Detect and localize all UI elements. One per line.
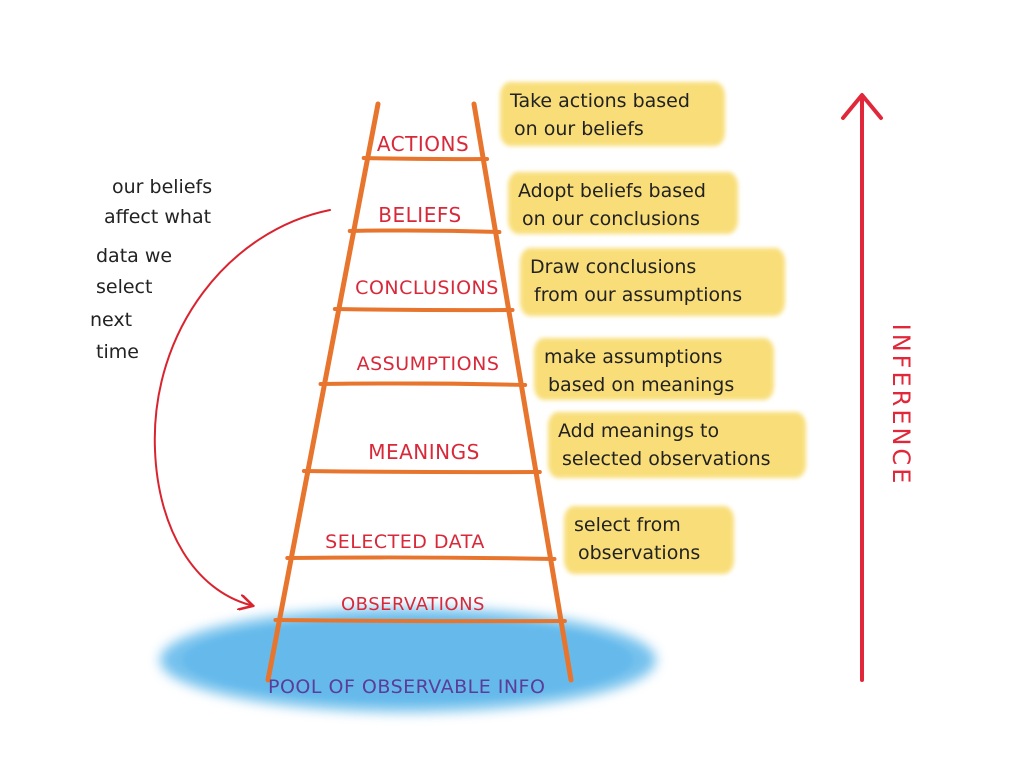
ladder-right-rail: [471, 101, 574, 683]
note-highlight: [548, 412, 806, 478]
inference-arrow: [841, 93, 883, 682]
ladder-rung: [273, 618, 567, 624]
ladder-rung: [301, 469, 542, 475]
rung-label-actions: ACTIONS: [377, 132, 469, 156]
ladder-rung: [318, 381, 528, 387]
observable-pool: [160, 608, 656, 712]
ladder-rung: [332, 307, 515, 313]
step-note-line: Take actions based: [509, 90, 690, 112]
step-note-line: make assumptions: [544, 346, 723, 368]
ladder-rung: [285, 555, 557, 561]
inference-label: INFERENCE: [887, 324, 915, 487]
step-note-line: Add meanings to: [558, 420, 719, 442]
step-note-line: Adopt beliefs based: [518, 180, 706, 202]
rung-label-observations: OBSERVATIONS: [341, 594, 485, 615]
note-highlight: [508, 172, 738, 234]
loop-note-line: data we: [96, 245, 172, 267]
step-note-line: selected observations: [562, 448, 771, 470]
ladder-rung: [347, 228, 502, 234]
loop-note-line: next: [90, 309, 132, 331]
rung-label-meanings: MEANINGS: [368, 440, 480, 464]
rung-label-selected-data: SELECTED DATA: [325, 531, 485, 553]
rung-label-assumptions: ASSUMPTIONS: [357, 353, 500, 375]
step-note-line: from our assumptions: [534, 284, 742, 306]
pool-label: POOL OF OBSERVABLE INFO: [268, 676, 545, 698]
rung-label-conclusions: CONCLUSIONS: [355, 277, 499, 299]
note-highlight: [534, 338, 774, 400]
step-note-line: on our conclusions: [522, 208, 700, 230]
rung-label-beliefs: BELIEFS: [378, 203, 461, 227]
step-note-line: Draw conclusions: [530, 256, 696, 278]
step-note-line: observations: [578, 542, 700, 564]
step-note-line: based on meanings: [548, 374, 734, 396]
loop-note: our beliefs affect what data we select next t…: [90, 176, 212, 363]
ladder-left-rail: [265, 101, 381, 683]
step-note-line: select from: [574, 514, 681, 536]
loop-note-line: our beliefs: [112, 176, 212, 198]
note-highlight: [520, 248, 785, 316]
ladder: [265, 101, 574, 683]
feedback-loop-arrow: [153, 209, 331, 605]
loop-note-line: affect what: [104, 206, 211, 228]
ladder-rung: [361, 156, 490, 162]
loop-note-line: select: [96, 276, 152, 298]
note-highlight: [500, 82, 725, 146]
note-highlight: [564, 506, 734, 574]
rung-labels: ACTIONS BELIEFS CONCLUSIONS ASSUMPTIONS MEAN…: [325, 132, 499, 615]
step-note-line: on our beliefs: [514, 118, 644, 140]
loop-note-line: time: [96, 341, 139, 363]
